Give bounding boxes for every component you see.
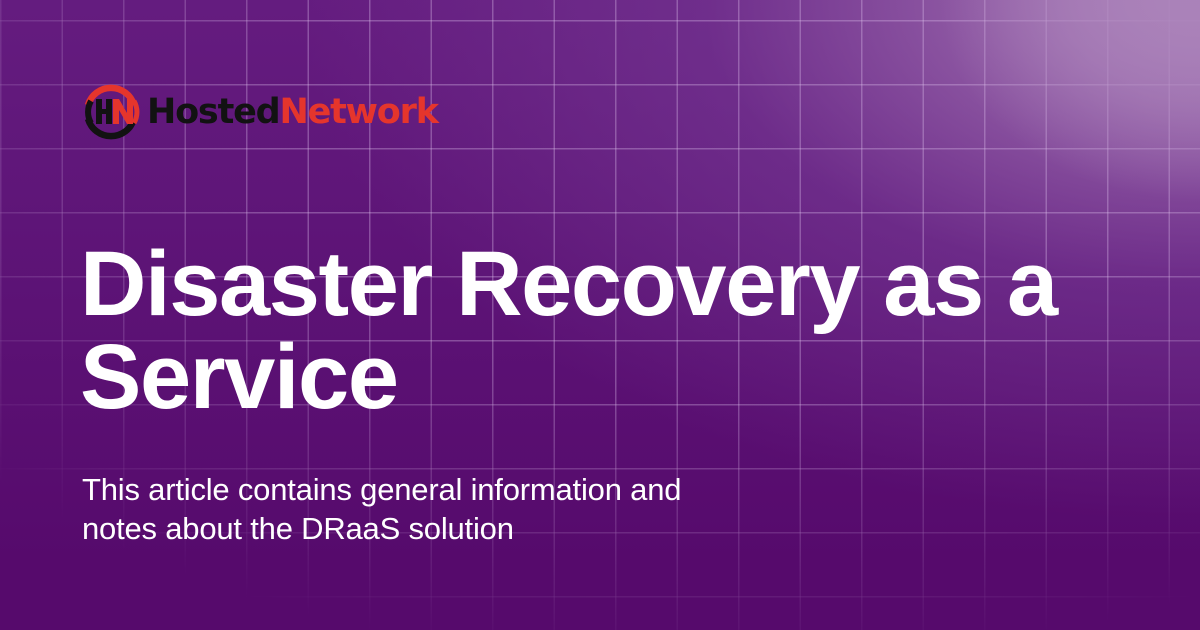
brand-logo: HostedNetwork [79, 79, 439, 143]
brand-name-network: Network [279, 91, 439, 132]
subtitle-line-2: notes about the DRaaS solution [82, 511, 514, 546]
page-subtitle: This article contains general informatio… [82, 470, 681, 548]
hosted-network-logo-icon [84, 84, 140, 140]
title-line-1: Disaster Recovery as a [80, 233, 1058, 335]
brand-name-hosted: Hosted [147, 91, 281, 132]
title-line-2: Service [80, 326, 399, 428]
brand-wordmark: HostedNetwork [147, 91, 439, 132]
subtitle-line-1: This article contains general informatio… [82, 472, 682, 507]
page-title: Disaster Recovery as a Service [80, 238, 1140, 424]
